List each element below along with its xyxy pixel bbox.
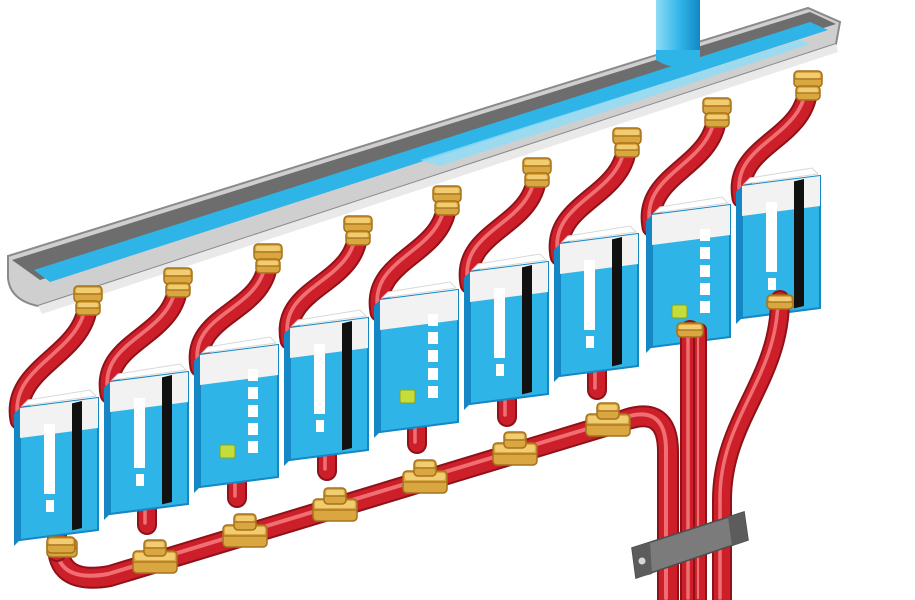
black-stripe bbox=[342, 321, 352, 450]
white-bar bbox=[44, 424, 55, 494]
black-stripe bbox=[162, 375, 172, 504]
brass-fitting-icon bbox=[414, 460, 436, 476]
water-inlet-pipe-icon bbox=[656, 0, 700, 67]
brass-fitting-icon bbox=[234, 514, 256, 530]
white-bar bbox=[316, 420, 324, 432]
white-indicator-block bbox=[700, 301, 710, 313]
brass-fitting-icon bbox=[796, 86, 820, 100]
outlet-pipe bbox=[720, 298, 780, 600]
clamp-screw-icon bbox=[639, 558, 646, 565]
white-indicator-block bbox=[700, 247, 710, 259]
white-indicator-block bbox=[248, 405, 258, 417]
brass-fitting-icon bbox=[794, 71, 822, 87]
white-indicator-block bbox=[700, 283, 710, 295]
brass-fitting-icon bbox=[677, 323, 703, 337]
white-bar bbox=[496, 364, 504, 376]
white-bar bbox=[766, 202, 777, 272]
brass-fitting-icon bbox=[525, 173, 549, 187]
water-meter-module-icon bbox=[374, 282, 458, 438]
white-indicator-block bbox=[428, 332, 438, 344]
status-indicator-icon bbox=[220, 445, 235, 458]
water-meter-module-icon bbox=[14, 390, 98, 546]
water-meter-module-icon bbox=[194, 337, 278, 493]
brass-fitting-icon bbox=[144, 540, 166, 556]
white-bar bbox=[586, 336, 594, 348]
status-indicator-icon bbox=[672, 305, 687, 318]
white-indicator-block bbox=[428, 386, 438, 398]
outlet-pipe bbox=[698, 328, 700, 600]
white-indicator-block bbox=[248, 441, 258, 453]
brass-fitting-icon bbox=[254, 244, 282, 260]
white-bar bbox=[136, 474, 144, 486]
brass-fitting-icon bbox=[344, 216, 372, 232]
white-indicator-block bbox=[248, 369, 258, 381]
black-stripe bbox=[794, 179, 804, 308]
white-indicator-block bbox=[428, 350, 438, 362]
water-meter-module-icon bbox=[464, 254, 548, 410]
brass-fitting-icon bbox=[523, 158, 551, 174]
brass-fitting-icon bbox=[705, 113, 729, 127]
brass-fitting-icon bbox=[166, 283, 190, 297]
white-indicator-block bbox=[700, 229, 710, 241]
brass-fitting-icon bbox=[74, 286, 102, 302]
brass-fitting-icon bbox=[615, 143, 639, 157]
white-indicator-block bbox=[248, 423, 258, 435]
brass-fitting-icon bbox=[164, 268, 192, 284]
brass-fitting-icon bbox=[47, 537, 75, 553]
brass-fitting-icon bbox=[324, 488, 346, 504]
white-indicator-block bbox=[428, 368, 438, 380]
brass-fitting-icon bbox=[76, 301, 100, 315]
status-indicator-icon bbox=[400, 390, 415, 403]
brass-fitting-icon bbox=[435, 201, 459, 215]
brass-fitting-icon bbox=[597, 403, 619, 419]
white-bar bbox=[314, 344, 325, 414]
brass-fitting-icon bbox=[504, 432, 526, 448]
white-indicator-block bbox=[248, 387, 258, 399]
brass-fitting-icon bbox=[703, 98, 731, 114]
brass-fitting-icon bbox=[346, 231, 370, 245]
white-bar bbox=[46, 500, 54, 512]
black-stripe bbox=[522, 265, 532, 394]
white-indicator-block bbox=[428, 314, 438, 326]
black-stripe bbox=[612, 237, 622, 366]
brass-fitting-icon bbox=[433, 186, 461, 202]
brass-fitting-icon bbox=[613, 128, 641, 144]
white-bar bbox=[494, 288, 505, 358]
brass-fitting-icon bbox=[256, 259, 280, 273]
white-bar bbox=[134, 398, 145, 468]
water-meter-module-icon bbox=[104, 364, 188, 520]
white-bar bbox=[768, 278, 776, 290]
brass-fitting-icon bbox=[767, 295, 793, 309]
black-stripe bbox=[72, 401, 82, 530]
water-meter-module-icon bbox=[554, 226, 638, 382]
white-indicator-block bbox=[700, 265, 710, 277]
water-meter-module-icon bbox=[284, 310, 368, 466]
white-bar bbox=[584, 260, 595, 330]
